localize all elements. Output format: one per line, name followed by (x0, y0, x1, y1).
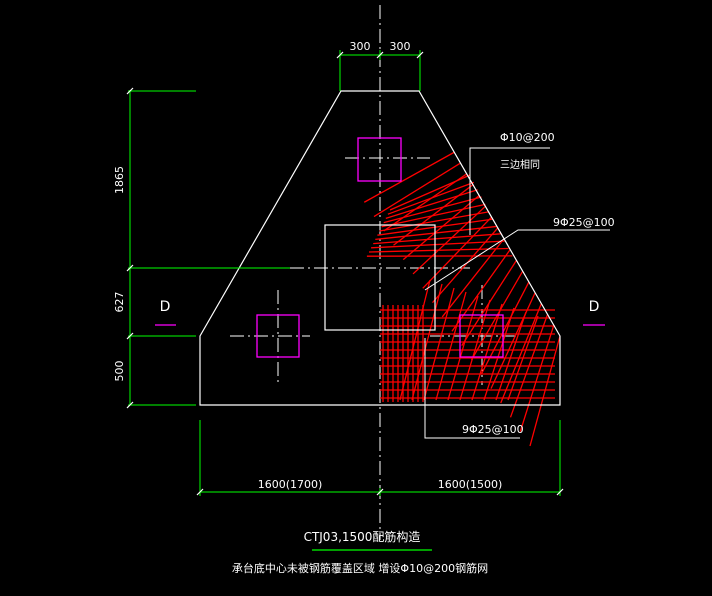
pile-left (256, 314, 300, 358)
rebar-line (483, 307, 515, 401)
rebar-line (393, 184, 474, 246)
rebar-line (435, 291, 467, 401)
dim-top-right: 300 (390, 40, 411, 53)
rebar-line (385, 189, 478, 220)
rebar-line (471, 303, 503, 401)
rebar-line (383, 196, 482, 224)
pile-cap-outline (199, 90, 561, 406)
rebar-line (373, 162, 461, 218)
rebar-line (423, 287, 455, 401)
caption-note: 承台底中心未被钢筋覆盖区域 增设Φ10@200钢筋网 (232, 561, 488, 575)
rebar-line (432, 227, 499, 304)
rebar-line (379, 211, 490, 232)
rebar-line (480, 281, 530, 375)
section-mark-right: D (589, 299, 600, 315)
rebar-upper-label: 9Φ25@100 (553, 216, 615, 229)
stirrup-spec-label: Φ10@200 (500, 131, 555, 144)
rebar-line (459, 299, 491, 401)
rebar-mesh (363, 151, 561, 447)
rebar-line (373, 233, 501, 245)
rebar-line (495, 311, 527, 401)
rebar-line (399, 279, 431, 401)
rebar-lower-label: 9Φ25@100 (462, 423, 524, 436)
rebar-line (375, 225, 498, 241)
caption-title: CTJ03,1500配筋构造 (304, 529, 421, 544)
rebar-line (363, 151, 455, 203)
dim-left-lower: 500 (113, 361, 126, 382)
stirrup-note-label: 三边相同 (500, 158, 540, 171)
rebar-line (519, 324, 555, 432)
rebar-line (412, 205, 486, 275)
rebar-line (402, 194, 480, 261)
rebar-line (490, 292, 536, 389)
dim-left-middle: 627 (113, 292, 126, 313)
pile-right (459, 314, 504, 358)
leader-lines (424, 147, 610, 439)
rebar-line (529, 335, 561, 447)
center-lines (230, 5, 520, 540)
rebar-line (447, 295, 479, 401)
rebar-line (500, 303, 542, 404)
dimension-ticks (126, 51, 564, 496)
rebar-line (371, 240, 505, 249)
dim-top-left: 300 (350, 40, 371, 53)
dim-left-upper: 1865 (113, 166, 126, 194)
dim-bottom-right: 1600(1500) (438, 478, 503, 491)
rebar-line (451, 249, 511, 332)
dim-bottom-left: 1600(1700) (258, 478, 323, 491)
rebar-line (381, 203, 486, 228)
rebar-line (509, 314, 549, 418)
rebar-line (507, 315, 539, 401)
column-outline (324, 224, 436, 331)
pile-top (357, 137, 402, 182)
rebar-line (422, 216, 493, 289)
section-mark-left: D (160, 299, 171, 315)
rebar-line (441, 238, 505, 318)
rebar-line (383, 173, 468, 232)
rebar-line (411, 283, 443, 401)
